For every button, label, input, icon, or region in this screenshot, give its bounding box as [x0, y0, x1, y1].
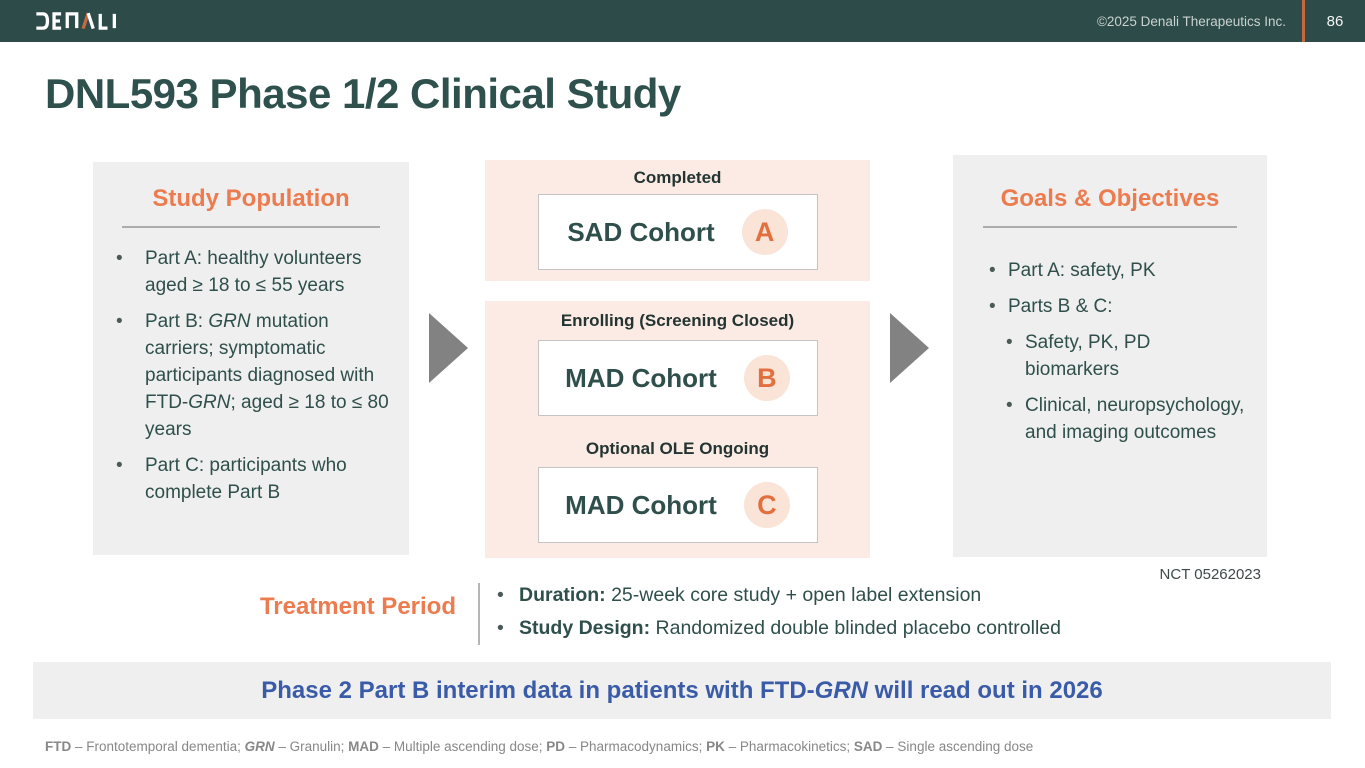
treatment-period-heading: Treatment Period [259, 593, 456, 620]
bullet-icon: • [116, 311, 123, 332]
goals-objectives-heading: Goals & Objectives [1000, 185, 1220, 212]
header-right-group: ©2025 Denali Therapeutics Inc. 86 [1097, 0, 1365, 42]
bullet-text: Part A: healthy volunteers aged ≥ 18 to … [145, 248, 362, 296]
study-population-list: • Part A: healthy volunteers aged ≥ 18 t… [93, 245, 409, 506]
treatment-period-list: • Duration: 25-week core study + open la… [497, 579, 1061, 645]
flow-arrow-right-icon [429, 313, 468, 383]
study-population-heading: Study Population [152, 185, 350, 212]
cohort-name: MAD Cohort [565, 489, 717, 520]
bullet-text: Part B: GRN mutation carriers; symptomat… [145, 311, 389, 440]
status-label: Optional OLE Ongoing [585, 439, 770, 458]
abbreviations-footnote: FTD – Frontotemporal dementia; GRN – Gra… [45, 739, 1034, 754]
page-number: 86 [1326, 12, 1344, 30]
list-item: • Study Design: Randomized double blinde… [497, 612, 1061, 645]
list-item: • Safety, PK, PD biomarkers [1006, 329, 1249, 383]
bullet-icon: • [116, 455, 123, 476]
slide-title: DNL593 Phase 1/2 Clinical Study [45, 70, 681, 117]
bullet-icon: • [989, 296, 996, 317]
nct-number: NCT 05262023 [1159, 566, 1261, 583]
study-population-panel: Study Population • Part A: healthy volun… [93, 162, 409, 555]
mad-cohort-c-card: MAD Cohort C [537, 467, 818, 543]
goals-list: • Part A: safety, PK • Parts B & C: • Sa… [953, 257, 1267, 455]
vertical-divider [478, 583, 480, 645]
cohort-name: MAD Cohort [565, 362, 717, 393]
bullet-icon: • [116, 248, 123, 269]
list-item: • Part C: participants who complete Part… [107, 452, 391, 506]
status-label: Enrolling (Screening Closed) [560, 311, 795, 330]
copyright-text: ©2025 Denali Therapeutics Inc. [1096, 13, 1286, 29]
bullet-icon: • [1006, 395, 1013, 416]
bullet-label: Study Design: [519, 617, 651, 639]
bullet-text: Randomized double blinded placebo contro… [655, 617, 1061, 639]
flow-arrow-right-icon [890, 313, 929, 383]
heading-rule [983, 226, 1237, 228]
banner-text: Phase 2 Part B interim data in patients … [261, 676, 1103, 704]
cohort-badge-a: A [741, 209, 788, 255]
bullet-text: Clinical, neuropsychology, and imaging o… [1025, 395, 1245, 443]
list-item: • Part A: healthy volunteers aged ≥ 18 t… [107, 245, 391, 299]
bullet-icon: • [1006, 332, 1013, 353]
bullet-label: Duration: [519, 584, 606, 606]
list-item: • Parts B & C: • Safety, PK, PD biomarke… [989, 293, 1249, 455]
denali-logo-icon [36, 12, 116, 30]
list-item: • Part A: safety, PK [989, 257, 1249, 284]
key-takeaway-banner: Phase 2 Part B interim data in patients … [33, 662, 1331, 719]
list-item: • Duration: 25-week core study + open la… [497, 579, 1061, 612]
list-item: • Clinical, neuropsychology, and imaging… [1006, 392, 1249, 446]
goals-sublist: • Safety, PK, PD biomarkers • Clinical, … [989, 329, 1249, 455]
bullet-text: Part C: participants who complete Part B [145, 455, 347, 503]
bullet-text: Safety, PK, PD biomarkers [1025, 332, 1151, 380]
bullet-text: Part A: safety, PK [1008, 260, 1156, 281]
cohort-name: SAD Cohort [567, 216, 715, 247]
status-label: Completed [633, 168, 722, 187]
bullet-text: 25-week core study + open label extensio… [611, 584, 982, 606]
heading-rule [122, 226, 380, 228]
completed-cohort-panel: Completed SAD Cohort A [485, 160, 870, 281]
bullet-text: Parts B & C: [1008, 296, 1113, 317]
bullet-icon: • [497, 617, 504, 639]
header-divider [1302, 0, 1305, 42]
sad-cohort-card: SAD Cohort A [537, 194, 818, 270]
cohort-badge-c: C [743, 482, 790, 528]
goals-objectives-panel: Goals & Objectives • Part A: safety, PK … [953, 155, 1267, 557]
mad-cohort-b-card: MAD Cohort B [537, 340, 818, 416]
header-bar: ©2025 Denali Therapeutics Inc. 86 [0, 0, 1365, 42]
bullet-icon: • [989, 260, 996, 281]
list-item: • Part B: GRN mutation carriers; symptom… [107, 308, 391, 443]
cohort-badge-b: B [743, 355, 790, 401]
enrolling-cohort-panel: Enrolling (Screening Closed) MAD Cohort … [485, 301, 870, 558]
bullet-icon: • [497, 584, 504, 606]
